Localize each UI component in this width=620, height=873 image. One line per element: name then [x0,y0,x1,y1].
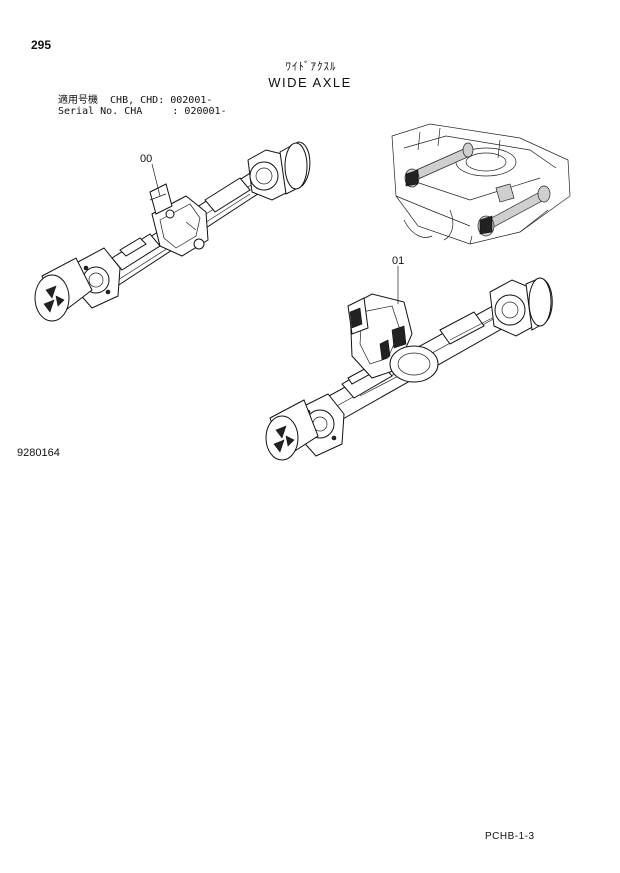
callout-00: 00 [140,153,152,165]
callout-01: 01 [392,255,404,267]
wide-axle-assembly-00 [34,141,311,322]
applicability-line-1: 適用号機 CHB, CHD: 002001- [58,95,213,106]
title-english: WIDE AXLE [268,75,352,90]
title-japanese: ﾜｲﾄﾞｱｸｽﾙ [285,61,337,73]
wide-axle-assembly-01 [265,266,553,461]
drawing-number: 9280164 [17,447,60,459]
page-number: 295 [31,38,52,52]
footer-catalog-code: PCHB-1-3 [485,831,535,842]
applicability-block: 適用号機 CHB, CHD: 002001- Serial No. CHA : … [58,95,227,117]
location-inset-machine [391,123,571,245]
applicability-line-2: Serial No. CHA : 020001- [58,106,227,117]
